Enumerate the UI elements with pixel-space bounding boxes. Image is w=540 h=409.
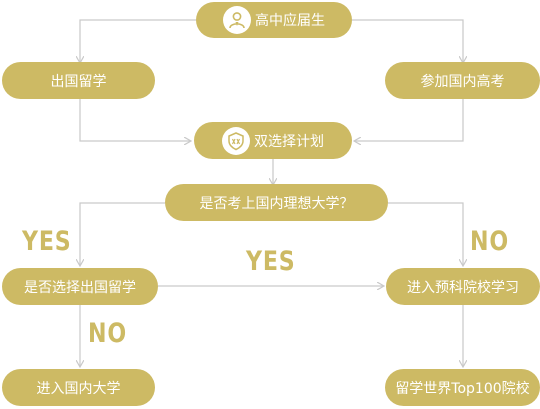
node-choose-abroad: 是否选择出国留学 — [2, 268, 158, 305]
student-icon — [223, 6, 251, 34]
label-no-right: NO — [470, 226, 510, 257]
label-yes-mid: YES — [246, 246, 296, 277]
connector-abroad-to-dual — [79, 99, 190, 141]
node-question-label: 是否考上国内理想大学？ — [199, 195, 354, 212]
node-prep-school: 进入预科院校学习 — [386, 268, 540, 305]
node-prep-school-label: 进入预科院校学习 — [407, 279, 519, 296]
node-top100: 留学世界Top100院校 — [385, 369, 540, 406]
node-dual-choice-label: 双选择计划 — [254, 133, 324, 150]
node-gaokao-label: 参加国内高考 — [420, 73, 505, 90]
node-graduate-label: 高中应届生 — [255, 13, 325, 29]
connector-gaokao-to-dual — [355, 99, 464, 141]
connector-question-no — [388, 202, 463, 265]
node-dual-choice: 双选择计划 — [194, 122, 352, 159]
connector-top-to-abroad — [80, 19, 196, 62]
node-domestic-univ-label: 进入国内大学 — [36, 380, 121, 397]
node-choose-abroad-label: 是否选择出国留学 — [24, 279, 136, 296]
connector-question-yes — [80, 202, 165, 265]
node-domestic-univ: 进入国内大学 — [2, 369, 155, 406]
node-question: 是否考上国内理想大学？ — [165, 184, 388, 221]
node-study-abroad-label: 出国留学 — [50, 73, 107, 90]
label-no-bottom: NO — [88, 318, 128, 349]
connector-top-to-gaokao — [352, 19, 463, 62]
node-graduate: 高中应届生 — [196, 2, 352, 38]
label-yes-left: YES — [22, 226, 72, 257]
node-study-abroad: 出国留学 — [2, 62, 155, 99]
shield-badge-icon — [222, 126, 250, 155]
node-gaokao: 参加国内高考 — [385, 62, 540, 99]
node-top100-label: 留学世界Top100院校 — [395, 380, 530, 397]
